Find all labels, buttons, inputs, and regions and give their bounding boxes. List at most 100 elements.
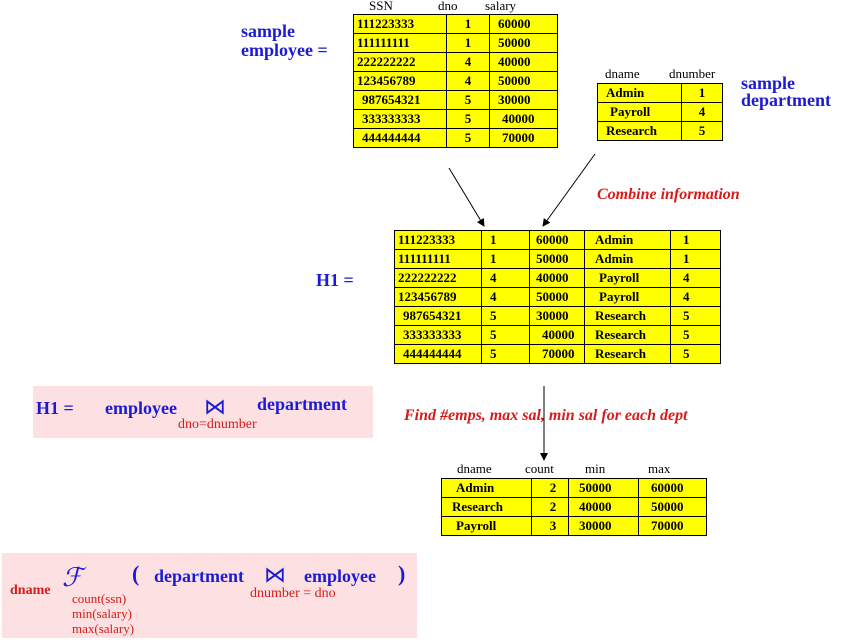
cell-dno: 4 [446,52,490,72]
arrow-employee-to-h1 [448,167,485,227]
cell-dname: Research [584,344,671,364]
cell-dnumber: 1 [681,83,723,103]
cell-dno: 5 [481,344,530,364]
employee-header-ssn: SSN [369,0,393,13]
agg-right-relation: employee [304,566,376,586]
cell-salary: 30000 [489,90,558,110]
cell-dno: 5 [446,128,490,148]
join-lhs: H1 = [36,398,74,418]
result-header-max: max [648,461,671,476]
cell-dno: 1 [446,33,490,53]
cell-ssn: 222222222 [353,52,447,72]
department-label-line2: department [741,90,831,110]
cell-dno: 1 [481,230,530,250]
agg-max: max(salary) [72,621,135,636]
agg-function-list: count(ssn) min(salary) max(salary) [72,591,134,636]
cell-salary: 40000 [489,52,558,72]
cell-dnumber: 5 [670,325,721,345]
cell-dno: 4 [481,287,530,307]
cell-salary: 50000 [529,287,588,307]
employee-header-salary: salary [485,0,517,13]
cell-salary: 70000 [489,128,558,148]
join-condition: dno=dnumber [178,417,257,432]
cell-dno: 4 [446,71,490,91]
cell-dno: 4 [481,268,530,288]
cell-salary: 60000 [489,14,558,34]
cell-dname: Admin [584,230,671,250]
cell-salary: 40000 [489,109,558,129]
agg-join-symbol-icon: ⋈ [264,562,286,587]
cell-salary: 70000 [529,344,588,364]
cell-salary: 60000 [529,230,588,250]
cell-dname: Payroll [584,287,671,307]
cell-dno: 5 [446,90,490,110]
result-header-count: count [525,461,554,476]
employee-header-dno: dno [438,0,458,13]
employee-label: sample employee = [241,22,328,60]
cell-dnumber: 1 [670,249,721,269]
cell-ssn: 333333333 [353,109,447,129]
agg-open-paren: ( [132,561,140,586]
cell-salary: 40000 [529,325,588,345]
cell-salary: 50000 [529,249,588,269]
cell-min: 40000 [568,497,639,517]
cell-ssn: 111111111 [394,249,482,269]
join-expression-box: H1 = employee ⋈ department dno=dnumber [33,386,373,438]
cell-ssn: 111223333 [353,14,447,34]
cell-ssn: 123456789 [394,287,482,307]
join-symbol-icon: ⋈ [204,394,226,419]
cell-salary: 50000 [489,33,558,53]
cell-ssn: 444444444 [394,344,482,364]
cell-dnumber: 5 [670,344,721,364]
result-header-min: min [585,461,606,476]
agg-min: min(salary) [72,606,132,621]
cell-min: 30000 [568,516,639,536]
employee-label-line1: sample [241,21,295,41]
agg-group-attribute: dname [10,583,51,598]
join-left-relation: employee [105,398,177,418]
cell-dname: Admin [441,478,532,498]
aggregate-function-icon: ℱ [62,563,83,592]
agg-join-condition: dnumber = dno [250,586,336,601]
cell-ssn: 444444444 [353,128,447,148]
employee-label-line2: employee = [241,40,328,60]
department-header-dnumber: dnumber [669,66,716,81]
cell-ssn: 111223333 [394,230,482,250]
cell-ssn: 333333333 [394,325,482,345]
cell-dnumber: 5 [681,121,723,141]
cell-dnumber: 5 [670,306,721,326]
combine-label: Combine information [597,186,740,203]
arrow-department-to-h1 [542,153,596,227]
cell-ssn: 987654321 [353,90,447,110]
department-header-dname: dname [605,66,640,81]
cell-dnumber: 4 [670,268,721,288]
h1-label: H1 = [316,270,354,290]
cell-ssn: 123456789 [353,71,447,91]
